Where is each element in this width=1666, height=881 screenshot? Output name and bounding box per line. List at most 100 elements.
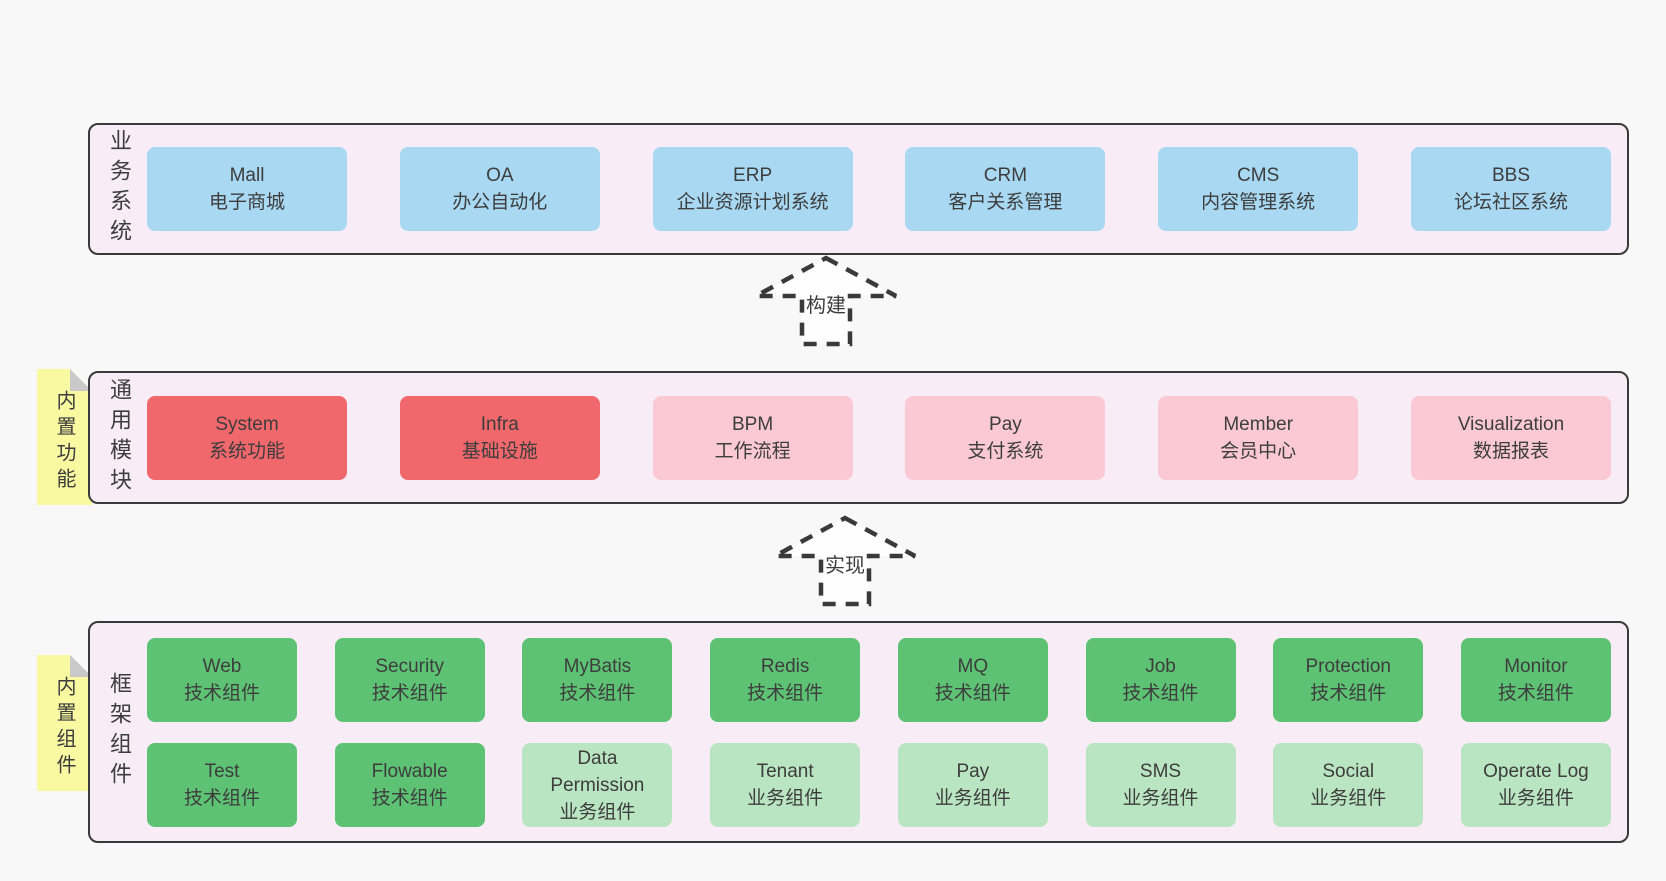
component-box-mall: Mall 电子商城 [147,147,347,231]
component-desc: 支付系统 [967,440,1044,462]
component-box-bpm: BPM 工作流程 [652,395,853,480]
component-desc: 办公自动化 [452,192,548,213]
sticky-note-builtin-features: 内置功能 [37,369,92,505]
component-name: Member [1223,413,1294,435]
component-name: Flowable [371,761,448,782]
component-desc: 系统功能 [208,440,285,462]
component-desc: 技术组件 [1310,683,1387,704]
component-name: Pay [989,413,1022,435]
component-desc: 工作流程 [714,440,791,462]
component-box-mq: MQ 技术组件 [897,638,1048,722]
component-desc: 业务组件 [559,801,636,823]
component-desc: 业务组件 [934,788,1011,809]
layer-label: 通用模块 [107,377,132,498]
sticky-note-label: 内置功能 [53,390,75,495]
component-name: ERP [733,165,773,186]
build-arrow: 构建 [754,255,898,347]
dashed-up-arrow-shape [754,255,898,347]
component-desc: 电子商城 [208,192,285,213]
layer-label: 业务系统 [107,129,132,249]
folded-corner-icon [70,369,92,391]
component-desc: 技术组件 [371,788,448,809]
sticky-note-label: 内置组件 [53,676,75,781]
arrow-label: 构建 [806,294,846,317]
layer-label: 框架组件 [107,672,132,792]
component-desc: 内容管理系统 [1201,192,1316,213]
component-box-infra: Infra 基础设施 [399,395,600,480]
component-desc: 技术组件 [934,683,1011,704]
component-box-pay: Pay 业务组件 [897,743,1048,827]
component-name: CRM [983,165,1028,186]
component-box-data-permission: Data Permission 业务组件 [522,743,673,827]
component-box-crm: CRM 客户关系管理 [905,147,1106,231]
component-desc: 会员中心 [1220,440,1297,462]
component-box-bbs: BBS 论坛社区系统 [1410,147,1611,231]
component-desc: 业务组件 [1497,788,1574,809]
component-box-erp: ERP 企业资源计划系统 [652,147,853,231]
component-desc: 技术组件 [183,788,260,809]
component-name: Mall [229,165,265,186]
component-desc: 技术组件 [747,683,824,704]
component-name: MyBatis [563,656,632,677]
component-desc: 基础设施 [461,440,538,462]
component-name: Tenant [756,761,814,782]
component-box-system: System 系统功能 [147,395,347,480]
component-name: MQ [957,656,989,677]
component-desc: 客户关系管理 [948,192,1063,213]
component-desc: 技术组件 [1122,683,1199,704]
folded-corner-icon [70,655,92,677]
component-name: BBS [1491,165,1530,186]
component-name: Redis [760,656,810,677]
component-desc: 数据报表 [1472,440,1549,462]
component-desc: 技术组件 [1497,683,1574,704]
arrow-label: 实现 [825,554,865,577]
component-name: Web [202,656,242,677]
component-box-flowable: Flowable 技术组件 [334,743,485,827]
component-name: Operate Log [1483,761,1589,782]
component-name: CMS [1237,165,1280,186]
component-box-operate-log: Operate Log 业务组件 [1460,743,1611,827]
component-name: Data Permission [550,747,645,796]
component-desc: 论坛社区系统 [1453,192,1568,213]
component-box-test: Test 技术组件 [147,743,297,827]
component-desc: 业务组件 [1122,788,1199,809]
component-desc: 企业资源计划系统 [676,192,829,213]
layer-business-systems: 业务系统 Mall 电子商城 OA 办公自动化 ERP 企业资源计划系统 CRM 客户关系管理… [88,123,1629,255]
component-box-member: Member 会员中心 [1158,395,1359,480]
component-box-mybatis: MyBatis 技术组件 [522,638,673,722]
component-name: System [215,413,279,435]
component-desc: 技术组件 [559,683,636,704]
component-name: Infra [480,413,519,435]
layer-common-modules: 通用模块 System 系统功能 Infra 基础设施 BPM 工作流程 Pay 支付系统 Me… [88,371,1629,504]
component-box-pay: Pay 支付系统 [905,395,1106,480]
sticky-note-builtin-components: 内置组件 [37,655,92,791]
component-desc: 业务组件 [747,788,824,809]
implement-arrow: 实现 [773,515,917,607]
component-box-visualization: Visualization 数据报表 [1410,395,1611,480]
component-box-security: Security 技术组件 [334,638,485,722]
component-name: Protection [1305,656,1391,677]
component-box-cms: CMS 内容管理系统 [1158,147,1359,231]
component-name: OA [486,165,514,186]
component-name: Security [375,656,445,677]
component-desc: 业务组件 [1310,788,1387,809]
component-name: Visualization [1457,413,1565,435]
component-name: Pay [956,761,990,782]
component-box-oa: OA 办公自动化 [399,147,600,231]
component-box-row: System 系统功能 Infra 基础设施 BPM 工作流程 Pay 支付系统 Member 会… [147,373,1611,502]
component-box-tenant: Tenant 业务组件 [710,743,861,827]
component-box-redis: Redis 技术组件 [710,638,861,722]
component-name: Test [204,761,240,782]
component-box-protection: Protection 技术组件 [1273,638,1424,722]
component-name: BPM [732,413,774,435]
component-desc: 技术组件 [371,683,448,704]
